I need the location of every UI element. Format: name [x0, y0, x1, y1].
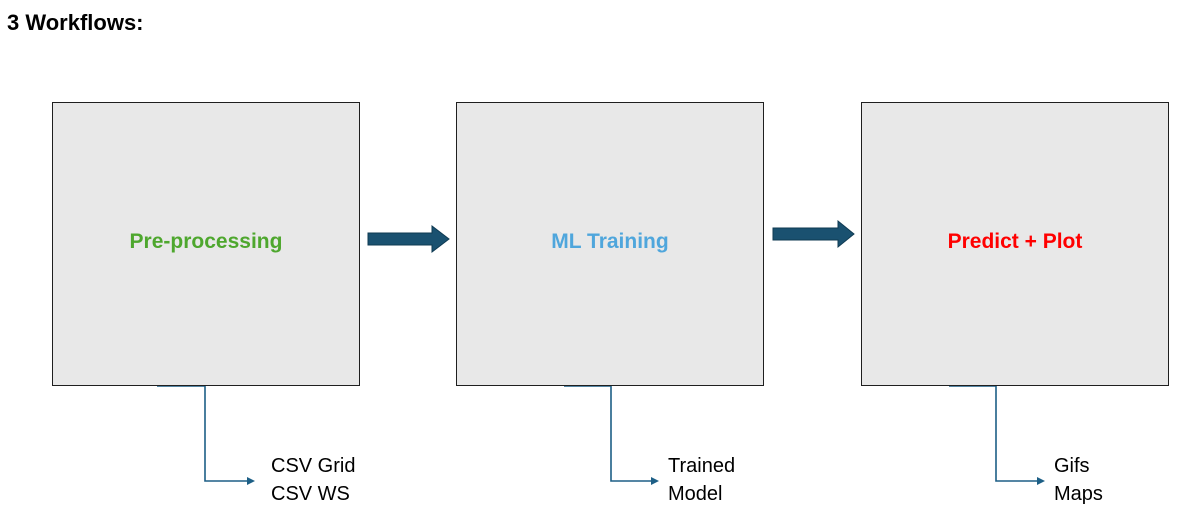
- stage-box-preprocessing: Pre-processing: [52, 102, 360, 386]
- output-arrowhead-1: [247, 477, 255, 485]
- output-connector-2: [564, 385, 652, 482]
- output-arrowhead-2: [651, 477, 659, 485]
- outputs-preprocessing: CSV Grid CSV WS: [271, 452, 355, 508]
- stage-box-ml-training: ML Training: [456, 102, 764, 386]
- stage-box-predict-plot: Predict + Plot: [861, 102, 1169, 386]
- output-item: CSV Grid: [271, 455, 356, 477]
- output-item: Gifs: [1054, 455, 1090, 477]
- stage-label-predict-plot: Predict + Plot: [947, 230, 1083, 253]
- outputs-predict-plot: Gifs Maps: [1054, 452, 1103, 508]
- output-connector-1: [157, 385, 248, 482]
- output-item: CSV WS: [271, 483, 350, 505]
- stage-label-ml-training: ML Training: [551, 230, 669, 253]
- page-title: 3 Workflows:: [7, 10, 144, 35]
- stage-label-preprocessing: Pre-processing: [129, 230, 283, 253]
- output-arrowhead-3: [1037, 477, 1045, 485]
- output-item: Trained: [668, 455, 736, 477]
- flow-arrow-1: [367, 224, 450, 254]
- output-item: Maps: [1054, 483, 1103, 505]
- flow-arrow-2: [772, 219, 855, 249]
- output-connector-3: [949, 385, 1038, 482]
- outputs-ml-training: Trained Model: [668, 452, 735, 508]
- output-item: Model: [668, 483, 723, 505]
